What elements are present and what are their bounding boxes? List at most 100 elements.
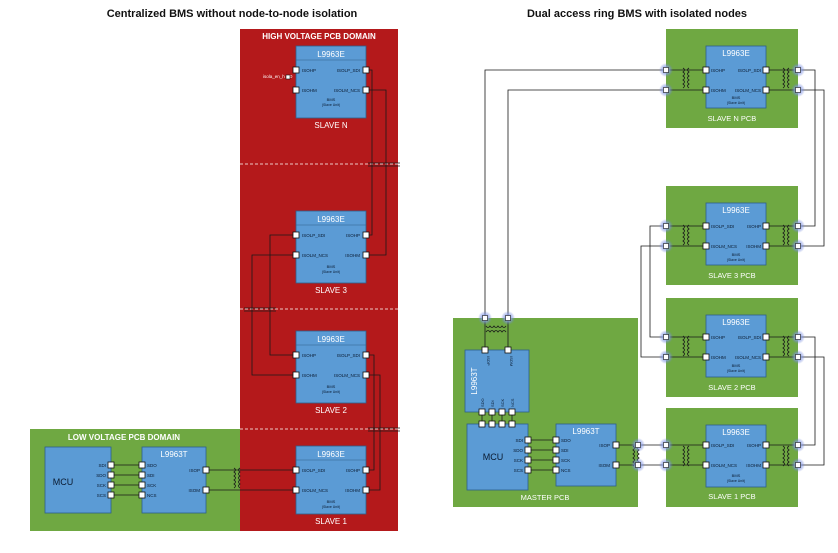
pin-label: ISOM (598, 463, 610, 468)
connector-pin (795, 67, 801, 73)
left-slave-3: L9963E ISOLP_SDI ISOLM_NCS ISOHP ISOHM B… (292, 210, 370, 295)
right-master-l9963t: L9963T SDO SDI SCK NCS ISOP ISOM (552, 423, 620, 487)
connector-pin (663, 442, 669, 448)
pin-label: SCK (147, 483, 156, 488)
connector-pin (663, 223, 669, 229)
slave-label: SLAVE 1 (315, 517, 347, 526)
lv-domain-label: LOW VOLTAGE PCB DOMAIN (68, 433, 180, 442)
pin-label: ISOHP (302, 353, 316, 358)
isola-config-pin (285, 74, 291, 80)
connector-pin (663, 354, 669, 360)
slave-label: SLAVE 3 (315, 286, 347, 295)
pin-label: SCK (561, 458, 570, 463)
pin-label: ISOHP (711, 335, 725, 340)
bms-label: BMS (327, 499, 336, 504)
pin-label: ISOHM (345, 488, 360, 493)
chip-name: L9963T (470, 367, 479, 394)
pin-label: ISOLM_NCS (735, 355, 761, 360)
bms-sublabel: (Slave Unit) (727, 479, 745, 483)
right-mcu: MCU SDI SDO SCK SCS (466, 420, 532, 491)
pin-label: ISOLM_NCS (334, 88, 360, 93)
chip-name: L9963E (317, 450, 345, 459)
left-slave-1: L9963E ISOLP_SDI ISOLM_NCS ISOHP ISOHM B… (292, 445, 370, 526)
pin-label: ISOHM (711, 355, 726, 360)
pin-label: SCK (500, 398, 505, 407)
right-aux-l9963t: L9963T ISOP ISOM SDO SDI SCK NCS (464, 346, 530, 416)
pin-label: ISOHM (302, 88, 317, 93)
pin-label: ISOLP_SDI (302, 468, 325, 473)
connector-pin (795, 442, 801, 448)
hv-domain-label: HIGH VOLTAGE PCB DOMAIN (262, 32, 376, 41)
bms-sublabel: (Slave Unit) (322, 505, 340, 509)
connector-pin (663, 67, 669, 73)
pin-label: ISOLM_NCS (302, 253, 328, 258)
chip-name: L9963E (722, 428, 750, 437)
chip-name: L9963E (317, 215, 345, 224)
chip-name: L9963E (317, 50, 345, 59)
right-slave-3: L9963E ISOLP_SDI ISOLM_NCS ISOHP ISOHM B… (702, 202, 770, 280)
connector-pin (663, 334, 669, 340)
left-slave-n: L9963E ISOHP ISOHM ISOLP_SDI ISOLM_NCS B… (292, 45, 370, 130)
bms-sublabel: (Slave Unit) (727, 258, 745, 262)
chip-name: L9963E (722, 49, 750, 58)
chip-name: L9963E (722, 318, 750, 327)
right-diagram-title: Dual access ring BMS with isolated nodes (527, 8, 747, 20)
connector-pin (635, 442, 641, 448)
pin-label: ISOHM (746, 463, 761, 468)
pin-label: ISOM (509, 356, 514, 366)
connector-pin (482, 315, 488, 321)
pin-label: ISOHP (346, 233, 360, 238)
slave-label: SLAVE N (314, 121, 347, 130)
pin-label: ISOP (486, 356, 491, 366)
slave-label: SLAVE 3 PCB (708, 271, 755, 280)
pin-label: ISOHM (302, 373, 317, 378)
bms-sublabel: (Slave Unit) (727, 101, 745, 105)
slave-label: SLAVE 1 PCB (708, 492, 755, 501)
pcb-connector-glows (478, 63, 805, 472)
bms-label: BMS (732, 252, 741, 257)
pin-label: NCS (510, 398, 515, 407)
pin-label: ISOHP (346, 468, 360, 473)
connector-pin (663, 243, 669, 249)
chip-name: L9963E (722, 206, 750, 215)
left-isolation-transformer (233, 467, 241, 489)
pin-label: ISOHM (746, 244, 761, 249)
pin-label: ISOHP (302, 68, 316, 73)
pin-label: ISOLP_SDI (738, 68, 761, 73)
right-slave-2: L9963E ISOHP ISOHM ISOLP_SDI ISOLM_NCS B… (702, 314, 770, 392)
pin-label: ISOLP_SDI (337, 68, 360, 73)
pin-label: SDO (96, 473, 106, 478)
pin-label: SDI (98, 463, 106, 468)
pin-label: ISOLM_NCS (711, 244, 737, 249)
bms-label: BMS (327, 264, 336, 269)
pin-label: ISOHP (747, 224, 761, 229)
pin-label: SDO (561, 438, 571, 443)
pin-label: SCK (97, 483, 106, 488)
slave-label: SLAVE 2 PCB (708, 383, 755, 392)
bms-sublabel: (Slave Unit) (322, 103, 340, 107)
pin-label: ISOM (188, 488, 200, 493)
pin-label: ISOLP_SDI (302, 233, 325, 238)
right-slave-1: L9963E ISOLP_SDI ISOLM_NCS ISOHP ISOHM B… (702, 424, 770, 501)
pin-label: NCS (561, 468, 571, 473)
connector-pin (795, 334, 801, 340)
left-slave-2: L9963E ISOHP ISOHM ISOLP_SDI ISOLM_NCS B… (292, 330, 370, 415)
pin-label: SDI (490, 400, 495, 407)
pin-label: ISOP (599, 443, 610, 448)
connector-pin (663, 87, 669, 93)
connector-pin (795, 87, 801, 93)
bms-label: BMS (732, 95, 741, 100)
pin-label: ISOHM (711, 88, 726, 93)
slave-label: SLAVE N PCB (708, 114, 757, 123)
connector-pin (795, 223, 801, 229)
connector-pin (663, 462, 669, 468)
bms-label: BMS (732, 473, 741, 478)
pin-label: ISOLM_NCS (735, 88, 761, 93)
chip-name: L9963T (572, 427, 599, 436)
pin-label: ISOP (189, 468, 200, 473)
master-pcb-label: MASTER PCB (521, 493, 570, 502)
pin-label: SDO (480, 398, 485, 407)
right-slave-n: L9963E ISOHP ISOHM ISOLP_SDI ISOLM_NCS B… (702, 45, 770, 123)
connector-pin (795, 243, 801, 249)
bms-sublabel: (Slave Unit) (727, 369, 745, 373)
